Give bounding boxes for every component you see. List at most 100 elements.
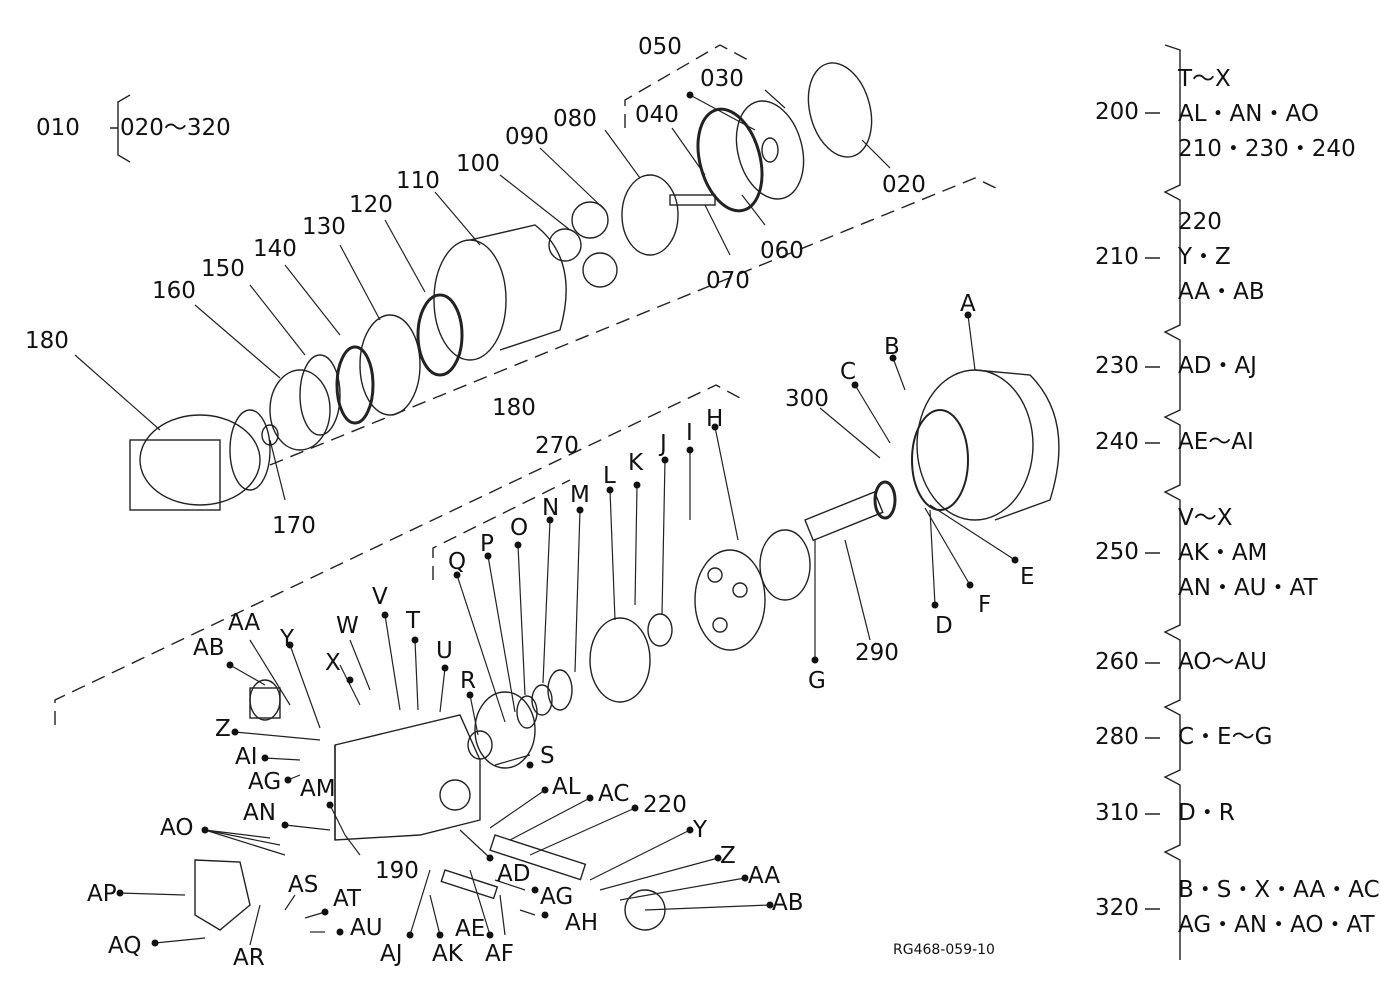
- group-line: B・S・X・AA・AC: [1178, 877, 1380, 903]
- group-line: AN・AU・AT: [1178, 575, 1318, 601]
- label-AE: AE: [455, 916, 486, 942]
- label-150: 150: [201, 256, 245, 282]
- label-N: N: [542, 495, 560, 521]
- washer-O: [516, 695, 538, 729]
- label-S: S: [540, 743, 555, 769]
- cover-plate-030: [735, 100, 805, 200]
- plug-AB-lower: [624, 889, 666, 931]
- label-AI: AI: [235, 744, 258, 770]
- seal-160: [269, 369, 331, 451]
- group-line: AK・AM: [1178, 540, 1268, 566]
- group-line: AA・AB: [1178, 279, 1265, 305]
- diagram-code: RG468-059-10: [893, 942, 995, 958]
- ring-B: [911, 409, 969, 511]
- group-code: 260: [1095, 649, 1139, 675]
- label-W: W: [336, 613, 359, 639]
- label-B: B: [884, 334, 900, 360]
- label-070: 070: [706, 268, 750, 294]
- label-Z-upper: Z: [215, 716, 231, 742]
- label-Z-lower: Z: [720, 843, 736, 869]
- group-line: Y・Z: [1178, 244, 1231, 270]
- label-080: 080: [553, 106, 597, 132]
- label-AH: AH: [565, 910, 599, 936]
- piston-block-H: [694, 549, 766, 651]
- plate-G: [759, 529, 811, 601]
- label-G: G: [808, 668, 826, 694]
- label-U: U: [436, 638, 453, 664]
- label-090: 090: [505, 124, 549, 150]
- label-E: E: [1020, 564, 1035, 590]
- group-line: AG・AN・AO・AT: [1178, 912, 1375, 938]
- side-valve-260: [194, 859, 251, 931]
- label-AS: AS: [288, 872, 319, 898]
- label-Q: Q: [448, 549, 467, 575]
- label-AU: AU: [350, 915, 383, 941]
- label-A: A: [960, 291, 976, 317]
- ring-150: [299, 354, 341, 436]
- bearing-130: [359, 314, 421, 416]
- shaft-290: [804, 490, 884, 542]
- ring-140: [335, 345, 375, 425]
- label-L: L: [603, 463, 616, 489]
- label-AT: AT: [333, 886, 361, 912]
- label-AG-lower: AG: [540, 884, 574, 910]
- label-120: 120: [349, 192, 393, 218]
- label-170: 170: [272, 513, 316, 539]
- label-AD: AD: [497, 861, 531, 887]
- label-020: 020: [882, 172, 926, 198]
- seal-300: [873, 480, 897, 520]
- label-H: H: [706, 406, 724, 432]
- label-Y-upper: Y: [280, 626, 295, 652]
- group-code: 240: [1095, 429, 1139, 455]
- gear-set-100: [548, 201, 618, 288]
- dashed-boundary-lines: [54, 44, 1001, 725]
- label-M: M: [570, 482, 590, 508]
- label-AG-upper: AG: [248, 769, 282, 795]
- label-AN: AN: [243, 800, 276, 826]
- label-180-upper: 180: [25, 328, 69, 354]
- label-130: 130: [302, 214, 346, 240]
- label-T: T: [406, 608, 421, 634]
- label-AO: AO: [160, 815, 194, 841]
- top-group-range: 020～320: [120, 115, 231, 141]
- spool-220: [489, 834, 587, 881]
- group-line: C・E～G: [1178, 724, 1273, 750]
- washer-N: [531, 684, 553, 716]
- label-I: I: [686, 420, 693, 446]
- o-ring-060: [696, 107, 764, 213]
- group-line: 210・230・240: [1178, 136, 1356, 162]
- plug-AB: [249, 679, 281, 721]
- group-line: AD・AJ: [1178, 353, 1257, 379]
- label-AJ: AJ: [380, 941, 403, 967]
- label-J: J: [660, 431, 667, 457]
- group-line: AO～AU: [1178, 649, 1268, 675]
- label-C: C: [840, 359, 857, 385]
- label-O: O: [510, 515, 529, 541]
- label-290: 290: [855, 640, 899, 666]
- group-line: AE～AI: [1178, 429, 1254, 455]
- part-K: [647, 613, 673, 647]
- label-220: 220: [643, 792, 687, 818]
- label-180-lower: 180: [492, 395, 536, 421]
- label-270: 270: [535, 433, 579, 459]
- label-V: V: [372, 584, 388, 610]
- label-190: 190: [375, 858, 419, 884]
- group-line: V～X: [1178, 505, 1233, 531]
- group-line: 220: [1178, 209, 1222, 235]
- valve-body-190: [334, 714, 481, 841]
- right-group-brace: [1145, 44, 1181, 960]
- group-code: 310: [1095, 800, 1139, 826]
- label-X: X: [325, 650, 341, 676]
- group-code: 210: [1095, 244, 1139, 270]
- spool-AE: [440, 869, 499, 900]
- top-group-bracket: [110, 94, 131, 163]
- label-AK: AK: [432, 941, 463, 967]
- housing-110: [433, 224, 567, 361]
- leader-dots: [116, 91, 1019, 947]
- ring-120: [416, 293, 464, 377]
- label-030: 030: [700, 66, 744, 92]
- label-K: K: [628, 450, 644, 476]
- spring-M: [547, 669, 573, 711]
- label-300: 300: [785, 386, 829, 412]
